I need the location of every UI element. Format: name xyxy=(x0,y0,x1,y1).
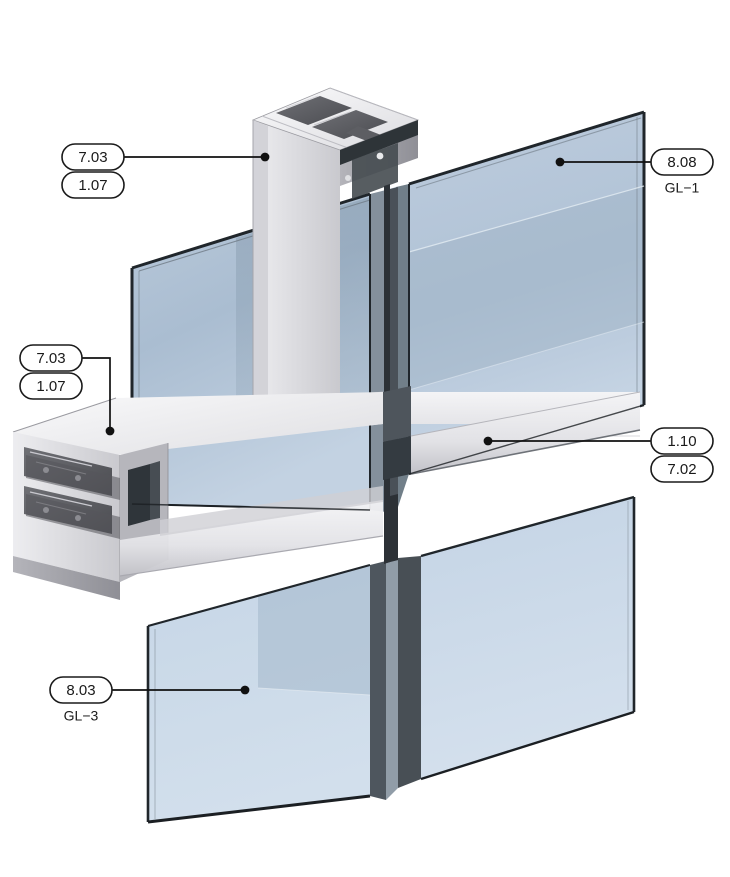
glass-panel-lower-left xyxy=(146,563,371,824)
mullion-transom-junction xyxy=(383,386,411,563)
callout-pill-8-08[interactable] xyxy=(650,148,714,176)
glass-panel-lower-right xyxy=(420,495,636,781)
callout-top-right[interactable]: 8.08 GL−1 xyxy=(555,148,714,196)
callout-pill-1-07-top[interactable] xyxy=(61,171,125,199)
leader-line-mid-left xyxy=(77,357,111,432)
callout-pill-8-03[interactable] xyxy=(49,676,113,704)
callout-pill-1-07-mid[interactable] xyxy=(19,372,83,400)
leader-dot-bottom-left xyxy=(240,685,250,695)
callout-label-7-02: 7.02 xyxy=(667,461,696,478)
leader-dot-top-right xyxy=(555,157,565,167)
callout-top-left[interactable]: 7.03 1.07 xyxy=(61,143,270,199)
mullion-chambers xyxy=(261,87,419,149)
callout-bottom-left[interactable]: 8.03 GL−3 xyxy=(49,676,250,724)
glass-panel-upper-right xyxy=(408,110,646,476)
vertical-mullion-profile xyxy=(251,87,420,430)
glazed-facade-assembly xyxy=(130,110,646,824)
callout-label-7-03-top: 7.03 xyxy=(78,149,107,166)
callout-pill-7-03-top[interactable] xyxy=(61,143,125,171)
leader-dot-mid-right xyxy=(483,436,493,446)
callout-label-1-07-top: 1.07 xyxy=(78,177,107,194)
leader-dot-mid-left xyxy=(105,426,115,436)
transom-cover-cap-right xyxy=(410,391,641,475)
callout-pill-1-10[interactable] xyxy=(650,427,714,455)
callout-label-8-03: 8.03 xyxy=(66,682,95,699)
callout-sublabel-gl-1: GL−1 xyxy=(665,180,700,196)
horizontal-transom-profile xyxy=(12,391,640,600)
callout-mid-right[interactable]: 1.10 7.02 xyxy=(483,427,714,483)
assembly-edge-lines xyxy=(131,404,645,511)
callout-mid-left[interactable]: 7.03 1.07 xyxy=(19,344,115,436)
callout-pill-7-03-mid[interactable] xyxy=(19,344,83,372)
callout-label-1-07-mid: 1.07 xyxy=(36,378,65,395)
callout-label-8-08: 8.08 xyxy=(667,154,696,171)
callout-pill-7-02[interactable] xyxy=(650,455,714,483)
callout-label-1-10: 1.10 xyxy=(667,433,696,450)
leader-dot-top-left xyxy=(260,152,270,162)
callout-sublabel-gl-3: GL−3 xyxy=(64,708,99,724)
callout-label-7-03-mid: 7.03 xyxy=(36,350,65,367)
